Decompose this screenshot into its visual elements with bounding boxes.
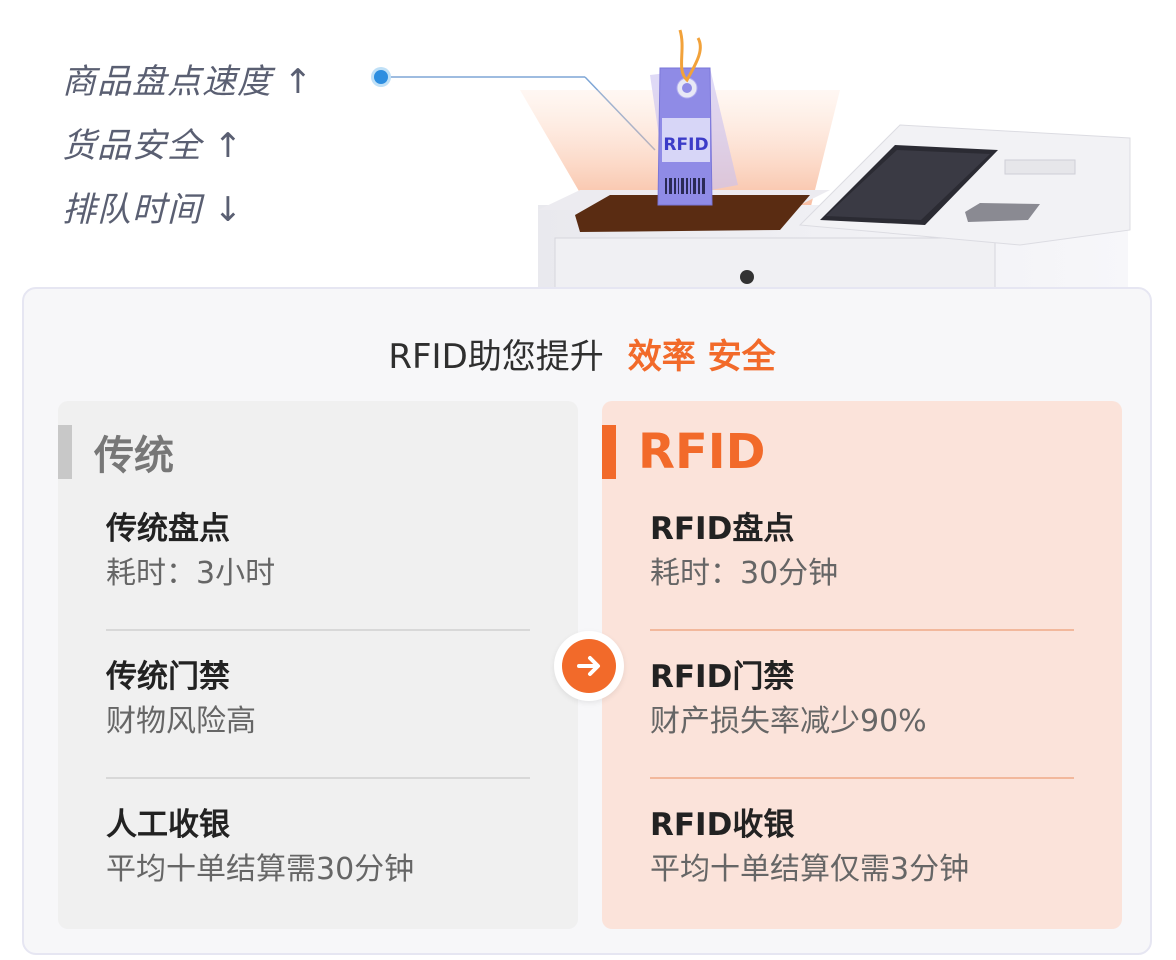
callout-dot xyxy=(374,70,388,84)
traditional-item-inventory: 传统盘点 耗时：3小时 xyxy=(106,507,530,597)
rfid-machine-illustration: RFID xyxy=(520,29,1131,290)
rfid-item-access: RFID门禁 财产损失率减少90% xyxy=(650,655,1074,745)
item-title: 传统门禁 xyxy=(106,659,230,695)
rfid-item-inventory: RFID盘点 耗时：30分钟 xyxy=(650,507,1074,597)
item-title: RFID门禁 xyxy=(650,659,795,695)
scan-bin xyxy=(575,195,810,232)
comparison-card: RFID助您提升效率 安全 传统 传统盘点 耗时：3小时 传统门禁 财物风险高 … xyxy=(22,287,1152,955)
traditional-item-access: 传统门禁 财物风险高 xyxy=(106,655,530,745)
callout-connector xyxy=(371,67,656,151)
item-desc: 平均十单结算需30分钟 xyxy=(106,852,415,887)
item-title: RFID收银 xyxy=(650,807,795,843)
benefit-queue-time: 排队时间 ↓ xyxy=(62,190,244,230)
traditional-panel-header: 传统 xyxy=(58,425,174,479)
item-desc: 财产损失率减少90% xyxy=(650,704,927,739)
rfid-panel: RFID RFID盘点 耗时：30分钟 RFID门禁 财产损失率减少90% RF… xyxy=(602,401,1122,929)
divider xyxy=(106,777,530,779)
divider xyxy=(106,629,530,631)
arrow-circle xyxy=(562,639,616,693)
traditional-accent-bar xyxy=(58,425,72,479)
traditional-heading: 传统 xyxy=(94,433,174,479)
item-title: 人工收银 xyxy=(106,807,230,843)
divider xyxy=(650,777,1074,779)
rfid-heading: RFID xyxy=(638,424,766,480)
card-reader xyxy=(965,203,1040,222)
benefit-list: 商品盘点速度 ↑ 货品安全 ↑ 排队时间 ↓ xyxy=(62,50,313,242)
rfid-accent-bar xyxy=(602,425,616,479)
hero-section: 商品盘点速度 ↑ 货品安全 ↑ 排队时间 ↓ xyxy=(0,0,1176,290)
item-desc: 平均十单结算仅需3分钟 xyxy=(650,852,970,887)
item-desc: 耗时：30分钟 xyxy=(650,556,839,591)
rfid-tag: RFID xyxy=(657,29,713,206)
rfid-item-checkout: RFID收银 平均十单结算仅需3分钟 xyxy=(650,803,1074,893)
lock-icon xyxy=(740,270,754,284)
arrow-right-icon xyxy=(577,656,600,676)
card-title-prefix: RFID助您提升 xyxy=(388,337,604,377)
kiosk-top xyxy=(798,124,1131,246)
rfid-tag-label: RFID xyxy=(663,135,708,155)
compare-arrow-button[interactable] xyxy=(554,631,624,701)
traditional-item-checkout: 人工收银 平均十单结算需30分钟 xyxy=(106,803,530,893)
item-desc: 财物风险高 xyxy=(106,704,256,739)
divider xyxy=(650,629,1074,631)
traditional-panel: 传统 传统盘点 耗时：3小时 传统门禁 财物风险高 人工收银 平均十单结算需30… xyxy=(58,401,578,929)
card-title: RFID助您提升效率 安全 xyxy=(24,329,1150,378)
rfid-panel-header: RFID xyxy=(602,424,766,480)
benefit-inventory-speed: 商品盘点速度 ↑ xyxy=(62,62,314,102)
item-desc: 耗时：3小时 xyxy=(106,556,276,591)
card-title-accent: 效率 安全 xyxy=(617,329,786,378)
benefit-goods-security: 货品安全 ↑ xyxy=(62,126,244,166)
item-title: RFID盘点 xyxy=(650,511,795,547)
item-title: 传统盘点 xyxy=(106,511,230,547)
